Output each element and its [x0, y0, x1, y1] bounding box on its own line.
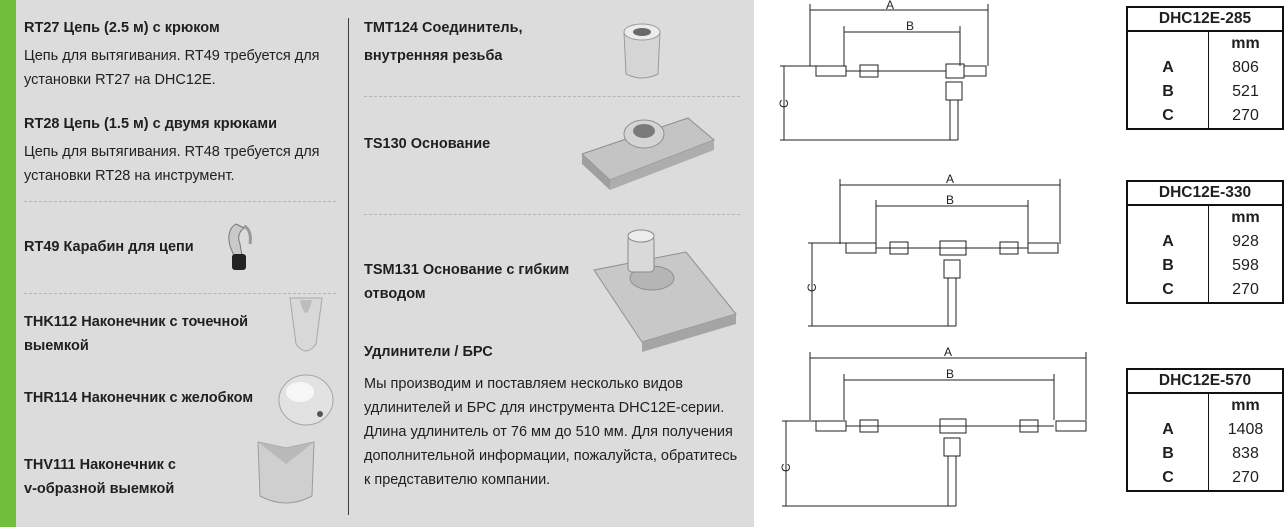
connector-image [623, 23, 661, 79]
tsm131-title-line-1: TSM131 Основание с гибким [364, 262, 570, 278]
thk112-title-line-1: THK112 Наконечник с точечной [24, 314, 249, 330]
divider [24, 293, 336, 294]
dim-a-label: A [886, 0, 894, 12]
extensions-line-2: удлинителей и БРС для инструмента DHC12E… [364, 400, 725, 416]
drawing-dhc12e-330: A B C [805, 172, 1061, 327]
tsm131-title-line-2: отводом [364, 286, 426, 302]
extensions-line-1: Мы производим и поставляем несколько вид… [364, 376, 683, 392]
drawing-dhc12e-285: A B C [777, 0, 989, 141]
rt49-title: RT49 Карабин для цепи [24, 239, 194, 255]
spec-value: 806 [1232, 59, 1259, 76]
thk112-title-line-2: выемкой [24, 338, 89, 354]
spec-value: 598 [1232, 257, 1259, 274]
rt27-desc-line-1: Цепь для вытягивания. RT49 требуется для [24, 48, 320, 64]
dim-c-label: C [779, 463, 793, 472]
spec-value: 1408 [1227, 421, 1264, 438]
spec-value: 270 [1232, 469, 1259, 486]
drawing-dhc12e-570: A B C [779, 345, 1087, 507]
tmt124-title-line-1: TMT124 Соединитель, [364, 20, 523, 36]
spec-key: A [1128, 418, 1209, 442]
spec-model: DHC12E-330 [1128, 182, 1282, 206]
spec-value: 270 [1232, 107, 1259, 124]
spec-key: B [1128, 442, 1209, 466]
extensions-line-5: к представителю компании. [364, 472, 551, 488]
spec-model: DHC12E-285 [1128, 8, 1282, 32]
dim-b-label: B [946, 367, 954, 381]
spec-unit: mm [1231, 35, 1260, 52]
divider [364, 214, 740, 215]
green-accent-bar [0, 0, 16, 527]
point-tip-image [289, 297, 323, 352]
dimension-drawings: A B C A B C [777, 0, 1087, 507]
spec-key: C [1128, 278, 1209, 302]
extensions-line-4: дополнительной информации, пожалуйста, о… [364, 448, 738, 464]
spec-value: 270 [1232, 281, 1259, 298]
carabiner-image [228, 223, 252, 270]
divider [364, 96, 740, 97]
thr114-title: THR114 Наконечник с желобком [24, 390, 254, 406]
spec-value: 928 [1232, 233, 1259, 250]
tmt124-title-line-2: внутренняя резьба [364, 48, 503, 64]
dim-b-label: B [906, 19, 914, 33]
spec-key: C [1128, 466, 1209, 490]
extensions-title: Удлинители / БРС [364, 344, 493, 360]
spec-table-dhc12e-570: DHC12E-570 mm A 1408 B 838 C 270 [1126, 368, 1284, 492]
rt27-title: RT27 Цепь (2.5 м) с крюком [24, 20, 220, 36]
thv111-title-line-1: THV111 Наконечник с [24, 457, 176, 473]
dim-b-label: B [946, 193, 954, 207]
spec-key: A [1128, 230, 1209, 254]
base-image [581, 117, 715, 190]
spec-key: B [1128, 80, 1209, 104]
spec-value: 521 [1232, 83, 1259, 100]
spec-unit: mm [1231, 397, 1260, 414]
ts130-title: TS130 Основание [364, 136, 491, 152]
spec-key: A [1128, 56, 1209, 80]
spec-model: DHC12E-570 [1128, 370, 1282, 394]
dim-a-label: A [946, 172, 954, 186]
rt28-desc-line-2: установки RT28 на инструмент. [24, 168, 235, 184]
spec-table-dhc12e-285: DHC12E-285 mm A 806 B 521 C 270 [1126, 6, 1284, 130]
spec-unit: mm [1231, 209, 1260, 226]
extensions-line-3: Длина удлинитель от 76 мм до 510 мм. Для… [364, 424, 733, 440]
divider [24, 201, 336, 202]
flex-base-image [593, 229, 737, 352]
dim-a-label: A [944, 345, 952, 359]
spec-value: 838 [1232, 445, 1259, 462]
rt28-desc-line-1: Цепь для вытягивания. RT48 требуется для [24, 144, 320, 160]
dim-c-label: C [805, 283, 819, 292]
spec-table-dhc12e-330: DHC12E-330 mm A 928 B 598 C 270 [1126, 180, 1284, 304]
dim-c-label: C [777, 99, 791, 108]
groove-tip-image [278, 374, 334, 426]
column-separator [348, 18, 349, 515]
spec-key: C [1128, 104, 1209, 128]
spec-key: B [1128, 254, 1209, 278]
v-tip-image [257, 441, 315, 504]
rt27-desc-line-2: установки RT27 на DHC12E. [24, 72, 216, 88]
rt28-title: RT28 Цепь (1.5 м) с двумя крюками [24, 116, 278, 132]
thv111-title-line-2: v-образной выемкой [24, 481, 175, 497]
